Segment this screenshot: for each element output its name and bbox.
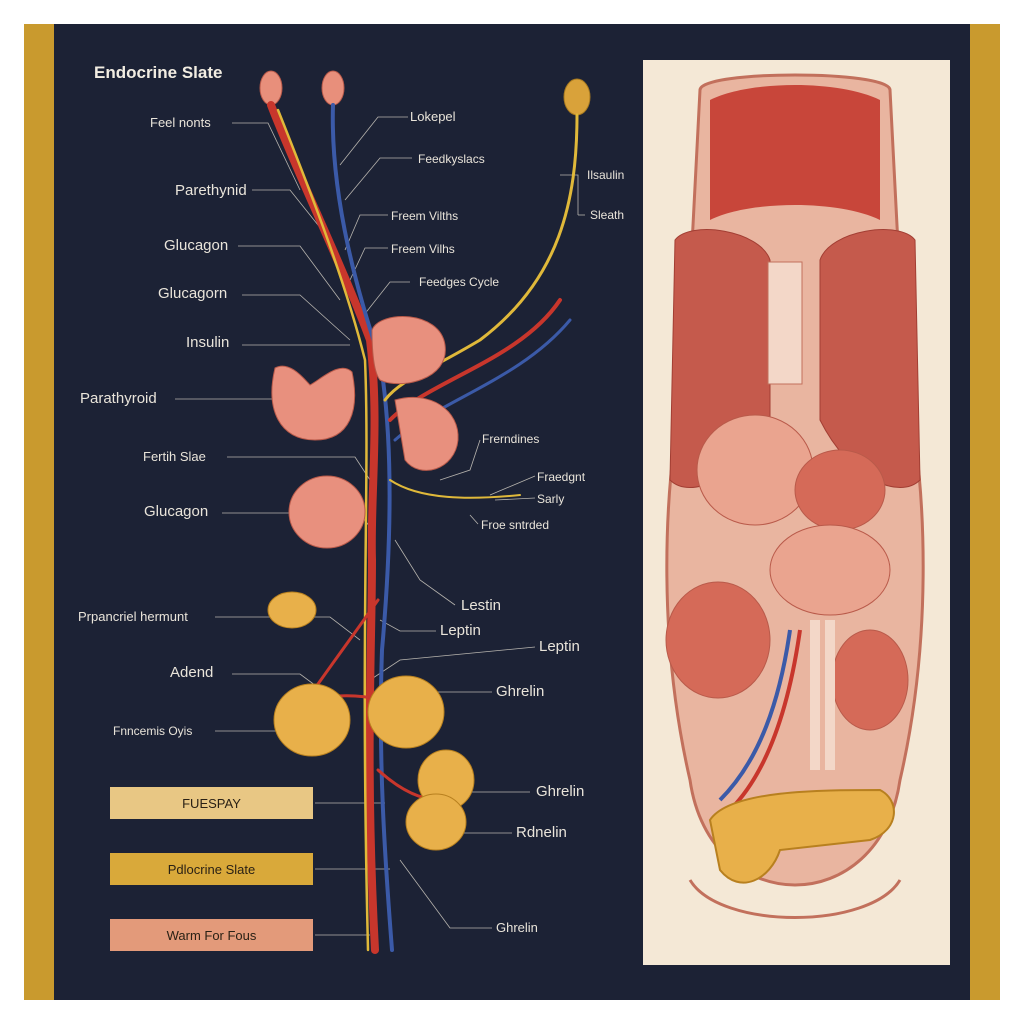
label-leptin-1: Lestin [461,597,502,614]
pineal-gland-right [321,70,345,106]
fat-cluster-3 [367,675,445,749]
label-insulin-top: Ilsaulin [587,168,625,182]
label-freeem-vilths-1: Freem Vilths [391,209,459,223]
label-ghrelin-1: Ghrelin [496,683,545,700]
label-feel-hormones: Feel nonts [150,115,211,130]
label-feedges-cycle: Feedges Cycle [419,275,500,289]
thymus-gland [394,396,459,471]
legend-feedplay-button[interactable]: FUESPAY [110,787,313,819]
label-glucagon-3: Glucagon [144,503,209,520]
label-feedgrit: Fraedgnt [537,470,586,484]
label-parathyroid-1: Parethynid [175,182,247,199]
label-insulin: Insulin [186,334,230,351]
label-glucagon-1: Glucagon [164,237,229,254]
label-sarley: Sarly [537,492,565,506]
label-adrenal: Adend [170,664,214,681]
legend-endocrine-slate-button[interactable]: Pdlocrine Slate [110,853,313,885]
label-pancreatic-hormone: Prpancriel hermunt [78,609,188,624]
label-enzyme-cycle: Fnncemis Oyis [113,724,193,738]
label-ghrelin-3: Ghrelin [496,920,538,935]
label-fertile-slate: Fertih Slae [143,449,206,464]
label-free-sntrded: Froe sntrded [481,518,550,532]
diagram-title: Endocrine Slate [94,63,223,82]
label-leptin-2: Leptin [440,622,481,639]
adrenal-gland-left [288,475,366,549]
label-frendines: Frerndines [482,432,540,446]
label-freeem-vilths-2: Freem Vilhs [391,242,455,256]
label-leptin-3: Leptin [539,638,580,655]
legend-warm-for-focus-button[interactable]: Warm For Fous [110,919,313,951]
vessel-tree [267,101,579,954]
pituitary-gland [563,78,591,116]
label-glucagon-2: Glucagorn [158,285,228,302]
pineal-gland-left [259,70,283,106]
label-sleath: Sleath [590,208,625,222]
fat-cluster-1 [267,591,317,629]
label-adrelin: Rdnelin [516,824,567,841]
parathyroid-gland [271,365,356,441]
label-ghrelin-2: Ghrelin [536,783,585,800]
thyroid-gland [371,316,446,385]
fat-cluster-5 [405,793,467,851]
label-feedback-slate: Feedkyslacs [418,152,485,166]
torso-anatomy [665,73,925,919]
fat-cluster-2 [273,683,351,757]
label-lokepel: Lokepel [410,109,456,124]
label-parathyroid-2: Parathyroid [80,390,157,407]
